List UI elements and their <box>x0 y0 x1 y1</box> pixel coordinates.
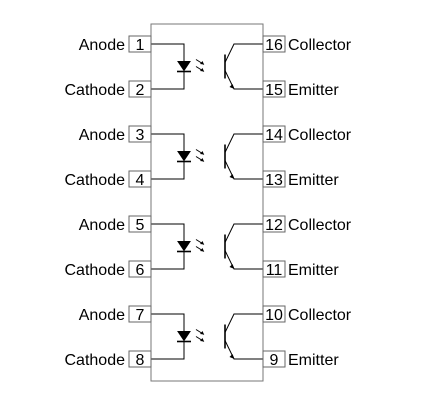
pin-number: 13 <box>265 172 283 189</box>
led-diode-icon <box>151 313 191 360</box>
pin-box <box>262 35 286 53</box>
channel-4 <box>151 313 263 360</box>
pin-number: 7 <box>136 307 145 324</box>
pin-number: 1 <box>136 37 145 54</box>
pin-label: Anode <box>79 127 125 144</box>
pin-box <box>128 35 152 53</box>
pin-box <box>128 170 152 188</box>
channel-1 <box>151 43 263 90</box>
pin-box <box>262 305 286 323</box>
pin-left-7: Anode 7 <box>79 305 152 324</box>
pin-right-14: 14 Collector <box>262 125 352 144</box>
pin-number: 5 <box>136 217 145 234</box>
pin-left-8: Cathode 8 <box>65 350 152 369</box>
pin-number: 15 <box>265 82 283 99</box>
light-emission-icon <box>195 59 205 72</box>
pin-left-2: Cathode 2 <box>65 80 152 99</box>
pin-label: Anode <box>79 307 125 324</box>
led-diode-icon <box>151 43 191 90</box>
pin-box <box>262 170 286 188</box>
light-emission-icon <box>195 149 205 162</box>
pin-number: 14 <box>265 127 283 144</box>
pin-right-12: 12 Collector <box>262 215 352 234</box>
pin-right-16: 16 Collector <box>262 35 352 54</box>
pin-label: Collector <box>288 307 352 324</box>
pin-number: 9 <box>270 352 279 369</box>
pin-box <box>262 350 286 368</box>
pin-box <box>128 125 152 143</box>
pin-box <box>262 215 286 233</box>
pin-right-15: 15 Emitter <box>262 80 339 99</box>
pin-label: Emitter <box>288 262 339 279</box>
pin-box <box>128 305 152 323</box>
pin-number: 6 <box>136 262 145 279</box>
pin-label: Anode <box>79 37 125 54</box>
led-diode-icon <box>151 133 191 180</box>
pin-number: 3 <box>136 127 145 144</box>
ic-package-body <box>150 23 264 382</box>
pin-number: 2 <box>136 82 145 99</box>
pin-label: Collector <box>288 127 352 144</box>
pin-box <box>128 350 152 368</box>
pin-box <box>262 260 286 278</box>
pin-number: 4 <box>136 172 145 189</box>
pin-number: 10 <box>265 307 283 324</box>
pin-box <box>262 125 286 143</box>
phototransistor-icon <box>224 313 263 360</box>
pin-left-1: Anode 1 <box>79 35 152 54</box>
pin-box <box>128 80 152 98</box>
light-emission-icon <box>195 239 205 252</box>
pin-left-6: Cathode 6 <box>65 260 152 279</box>
light-emission-icon <box>195 329 205 342</box>
pin-label: Cathode <box>65 262 126 279</box>
channel-2 <box>151 133 263 180</box>
phototransistor-icon <box>224 133 263 180</box>
pin-left-4: Cathode 4 <box>65 170 152 189</box>
pin-label: Cathode <box>65 82 126 99</box>
led-diode-icon <box>151 223 191 270</box>
pin-label: Emitter <box>288 172 339 189</box>
pin-right-11: 11 Emitter <box>262 260 339 279</box>
pin-label: Emitter <box>288 352 339 369</box>
pin-box <box>262 80 286 98</box>
phototransistor-icon <box>224 43 263 90</box>
pin-number: 16 <box>265 37 283 54</box>
pin-label: Cathode <box>65 352 126 369</box>
pin-right-13: 13 Emitter <box>262 170 339 189</box>
pin-left-5: Anode 5 <box>79 215 152 234</box>
pin-right-10: 10 Collector <box>262 305 352 324</box>
phototransistor-icon <box>224 223 263 270</box>
pin-number: 8 <box>136 352 145 369</box>
pin-number: 11 <box>266 262 283 279</box>
pin-label: Emitter <box>288 82 339 99</box>
pin-label: Cathode <box>65 172 126 189</box>
pin-number: 12 <box>265 217 283 234</box>
channel-3 <box>151 223 263 270</box>
pin-right-9: 9 Emitter <box>262 350 339 369</box>
pin-label: Anode <box>79 217 125 234</box>
pin-box <box>128 215 152 233</box>
pin-left-3: Anode 3 <box>79 125 152 144</box>
pin-label: Collector <box>288 37 352 54</box>
pin-box <box>128 260 152 278</box>
pin-label: Collector <box>288 217 352 234</box>
